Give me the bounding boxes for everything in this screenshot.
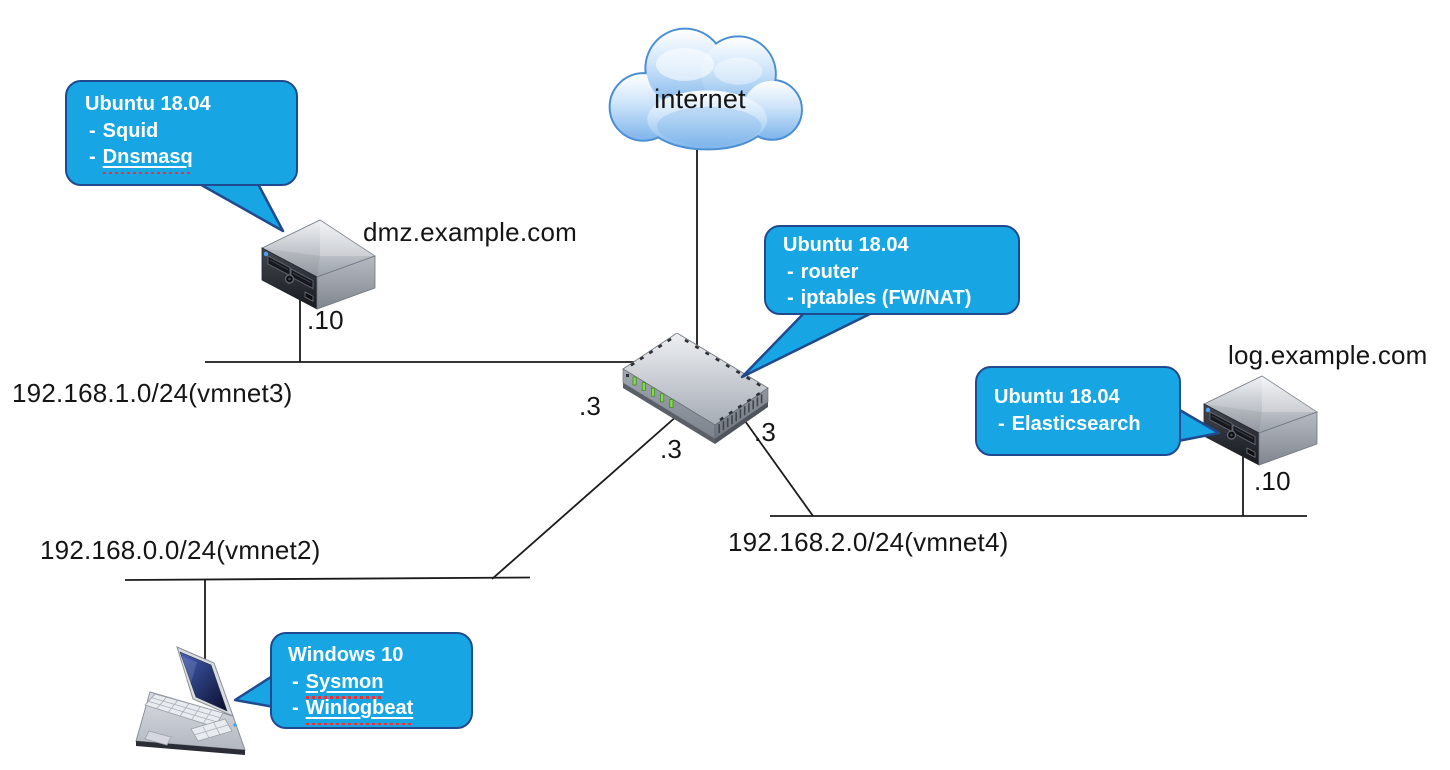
dmz-callout-item: -Dnsmasq [89,146,193,168]
vmnet2-segment-line [124,576,531,581]
log-hostname-label: log.example.com [1228,340,1428,370]
log-callout-title: Ubuntu 18.04 [994,386,1120,408]
router-callout: Ubuntu 18.04 -router -iptables (FW/NAT) [764,225,1020,315]
router-callout-title: Ubuntu 18.04 [783,234,909,256]
vmnet3-network-label: 192.168.1.0/24(vmnet3) [12,378,293,408]
router-callout-item: -iptables (FW/NAT) [787,287,972,309]
internet-cloud-icon [608,27,803,151]
internet-label: internet [654,84,746,114]
log-callout: Ubuntu 18.04 -Elasticsearch [975,366,1181,456]
vmnet2-network-label: 192.168.0.0/24(vmnet2) [40,535,321,565]
win-callout-item: -Sysmon [292,670,384,693]
win-callout-item: -Winlogbeat [292,697,414,719]
dmz-callout-item: -Squid [89,119,159,142]
router-vmnet2-link [491,414,679,580]
router-ip-vmnet4-label: .3 [754,417,777,447]
router-callout-item: -router [787,260,859,283]
router-ip-vmnet3-label: .3 [579,391,602,421]
log-server-icon [1203,375,1318,466]
win-callout-title: Windows 10 [288,644,404,666]
vmnet4-network-label: 192.168.2.0/24(vmnet4) [728,527,1009,557]
log-callout-item: -Elasticsearch [998,412,1141,435]
win-callout: Windows 10 -Sysmon -Winlogbeat [270,632,473,729]
dmz-callout: Ubuntu 18.04 -Squid -Dnsmasq [65,80,298,186]
router-vmnet4-link [739,413,814,517]
dmz-callout-title: Ubuntu 18.04 [85,93,211,115]
log-ip-label: .10 [1254,466,1291,496]
dmz-ip-label: .10 [307,305,344,335]
dmz-server-icon [261,219,376,310]
router-ip-vmnet2-label: .3 [660,434,683,464]
dmz-hostname-label: dmz.example.com [363,217,577,247]
workstation-laptop-icon [135,646,246,755]
router-icon [622,333,769,444]
